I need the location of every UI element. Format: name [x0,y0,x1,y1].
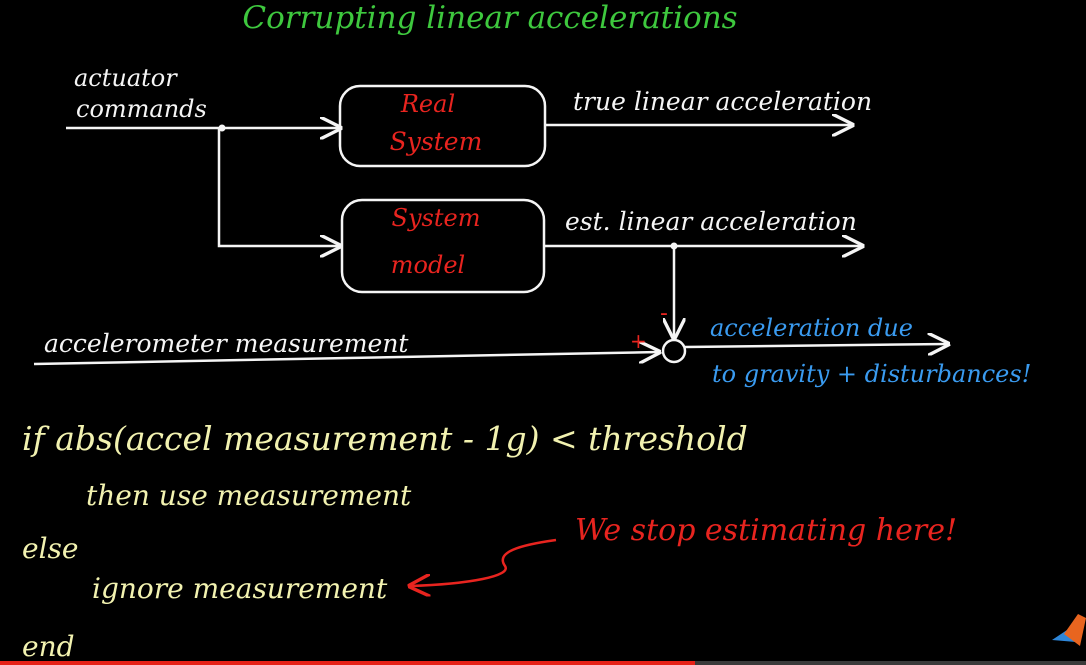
system-model-label-line2: model [391,251,465,279]
accelerometer-input-line [33,352,659,366]
video-progress-bar[interactable] [0,661,1086,665]
diagram-title: Corrupting linear accelerations [242,0,737,36]
true-accel-label: true linear acceleration [573,87,872,116]
code-line-end: end [22,630,75,663]
result-label-line1: acceleration due [710,314,913,342]
est-branch-junction [670,242,678,250]
logo-icon [1052,614,1086,646]
summing-junction [661,338,687,364]
est-accel-label: est. linear acceleration [565,207,857,236]
code-line-then: then use measurement [86,479,412,512]
real-system-label-line1: Real [400,90,455,118]
code-line-if: if abs(accel measurement - 1g) < thresho… [22,419,748,458]
accelerometer-label: accelerometer measurement [44,329,409,358]
branch-to-model-line [217,128,340,246]
actuator-label-line1: actuator [74,64,178,92]
code-line-else: else [22,532,78,565]
summing-plus-sign: + [630,329,647,353]
actuator-label-line2: commands [76,95,207,123]
code-line-ignore: ignore measurement [92,572,388,605]
result-output-line [684,344,948,347]
note-arrow [410,538,557,586]
stop-estimating-note: We stop estimating here! [575,513,957,548]
video-progress-fill [0,661,696,665]
result-label-line2: to gravity + disturbances! [712,360,1031,388]
system-model-label-line1: System [392,204,481,232]
real-system-label-line2: System [390,127,483,156]
summing-minus-sign: - [660,301,668,326]
